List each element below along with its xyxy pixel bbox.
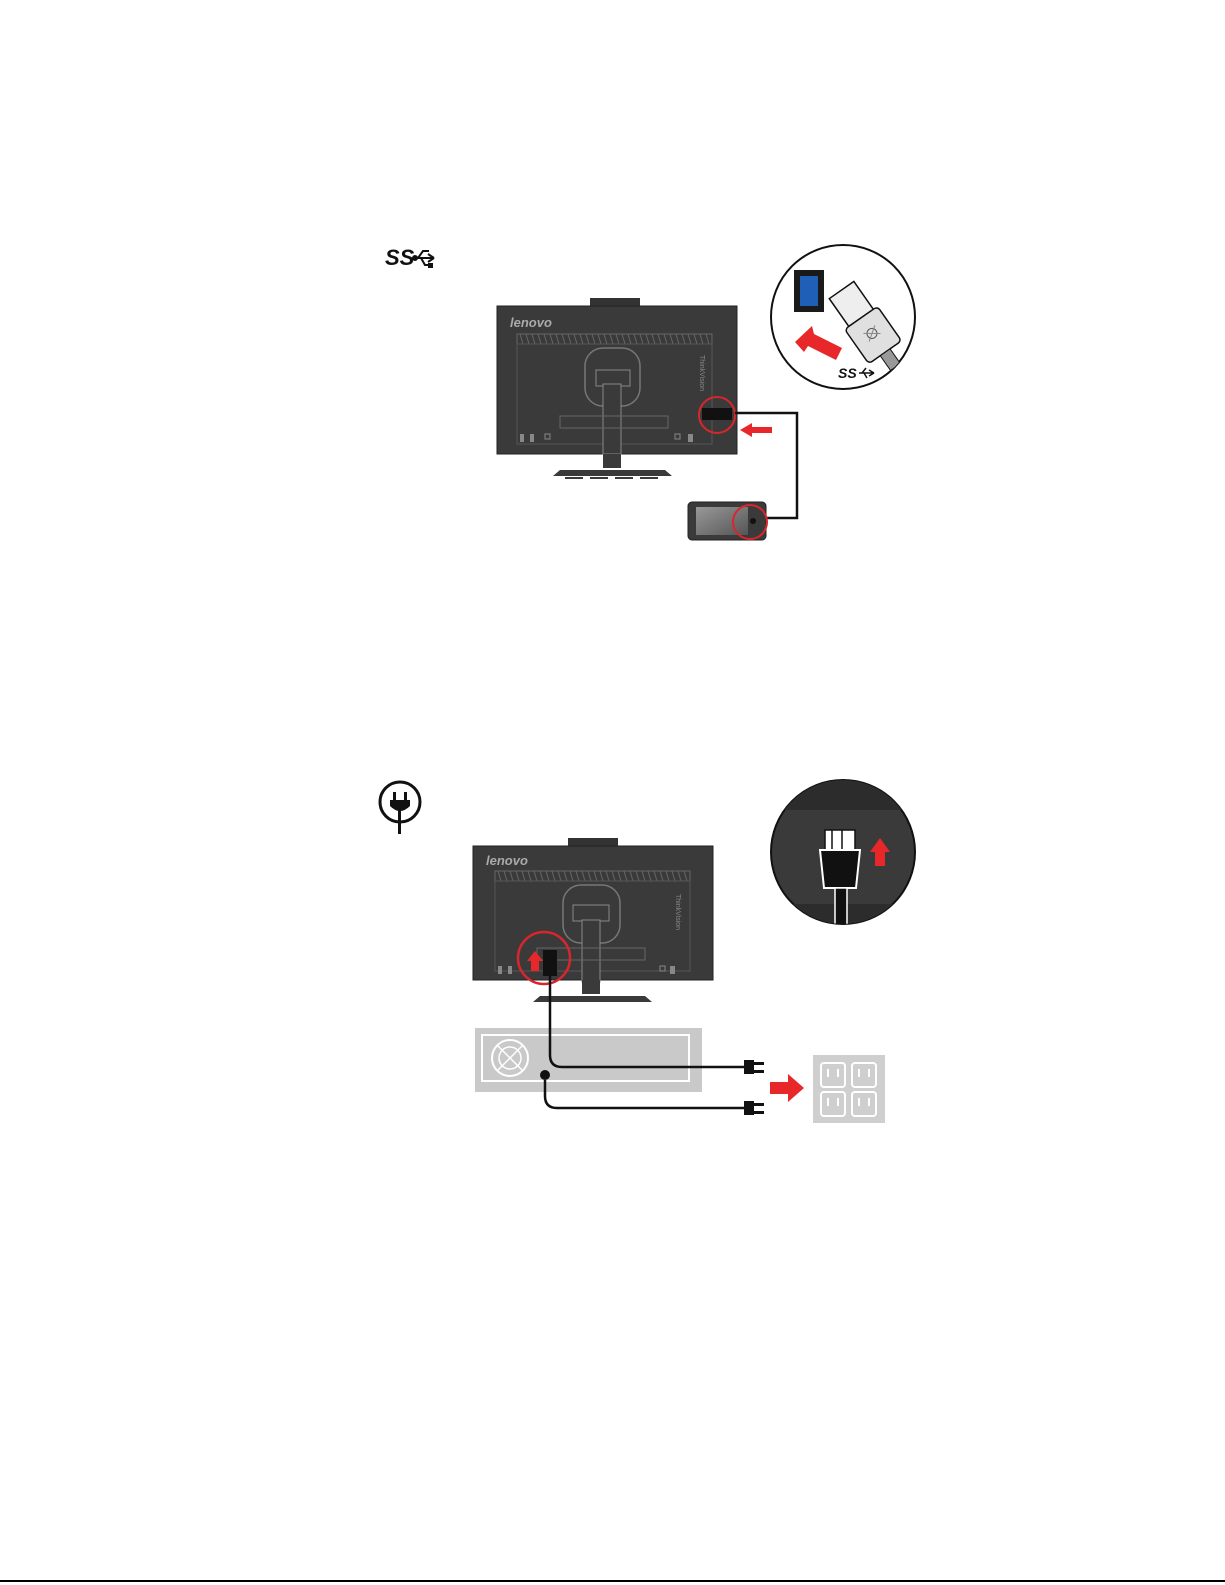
usb-diagram: SS lenovo ThinkVision bbox=[0, 230, 1225, 560]
monitor-stand bbox=[553, 454, 672, 478]
power-connector-inset bbox=[770, 780, 920, 934]
thinkvision-label: ThinkVision bbox=[698, 355, 705, 391]
inset-usb-symbol: SS bbox=[838, 365, 857, 381]
monitor-back: lenovo ThinkVision bbox=[497, 306, 737, 454]
monitor-back: lenovo ThinkVision bbox=[473, 846, 713, 982]
wall-outlet bbox=[813, 1055, 885, 1123]
usb-connector-inset: SS bbox=[771, 245, 915, 389]
smartphone-device bbox=[688, 502, 766, 540]
usb-connection-figure: SS lenovo ThinkVision bbox=[0, 230, 1225, 560]
power-connection-figure: lenovo ThinkVision bbox=[0, 770, 1225, 1140]
power-plug-icon bbox=[380, 782, 420, 834]
page-footer-rule bbox=[0, 1580, 1225, 1582]
lenovo-logo: lenovo bbox=[510, 315, 552, 330]
power-diagram: lenovo ThinkVision bbox=[0, 770, 1225, 1140]
lenovo-logo: lenovo bbox=[486, 853, 528, 868]
to-outlet-arrow-icon bbox=[770, 1074, 804, 1102]
computer-case bbox=[475, 1028, 702, 1092]
monitor-power-connector bbox=[543, 950, 557, 976]
usb-symbol-text: SS bbox=[385, 245, 415, 270]
monitor-usb-port bbox=[702, 408, 732, 420]
superspeed-usb-icon: SS bbox=[385, 245, 434, 270]
thinkvision-label: ThinkVision bbox=[674, 894, 681, 930]
monitor-power-plug-icon bbox=[744, 1060, 764, 1074]
insert-arrow-icon bbox=[740, 423, 772, 437]
pc-power-plug-icon bbox=[744, 1101, 764, 1115]
